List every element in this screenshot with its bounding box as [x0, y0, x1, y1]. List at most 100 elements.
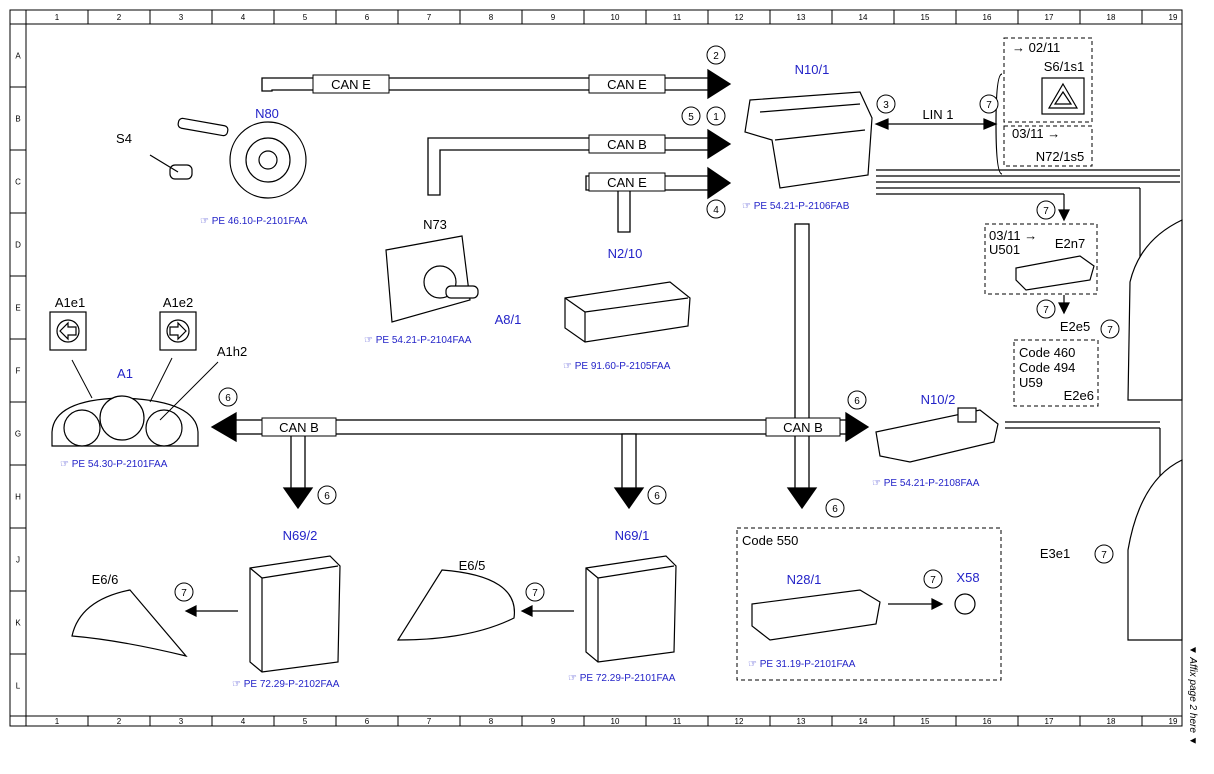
grid-column-label: 2 — [117, 13, 122, 22]
component-label: N10/2 — [921, 392, 956, 407]
circled-number-text: 7 — [930, 575, 936, 586]
circled-number-text: 7 — [1107, 325, 1113, 336]
grid-column-label: 5 — [303, 717, 308, 726]
column-grid-ticks — [25, 10, 1143, 726]
grid-column-label: 3 — [179, 13, 184, 22]
right-door-module-icon — [585, 555, 677, 663]
grid-row-label: G — [15, 430, 21, 439]
circled-number — [706, 199, 726, 219]
component-label: N28/1 — [787, 572, 822, 587]
bus-label: CAN B — [607, 137, 647, 152]
grid-column-label: 6 — [365, 717, 370, 726]
circled-number — [706, 45, 726, 65]
component-label: A1e1 — [55, 295, 85, 310]
circled-number-text: 4 — [713, 205, 719, 216]
date-note: 03/11 → — [989, 228, 1037, 243]
circled-number — [317, 485, 337, 505]
doc-ref-link: ☞ PE 54.30-P-2101FAA — [60, 459, 168, 470]
doc-ref-link: ☞ PE 46.10-P-2101FAA — [200, 216, 308, 227]
circled-number-text: 2 — [713, 51, 719, 62]
grid-column-label: 8 — [489, 717, 494, 726]
component-label: N69/1 — [615, 528, 650, 543]
bus-label: CAN E — [331, 77, 371, 92]
grid-column-label: 16 — [983, 13, 992, 22]
grid-column-label: 4 — [241, 717, 246, 726]
circled-number-text: 7 — [1043, 305, 1049, 316]
lin-wiring — [184, 73, 1180, 617]
component-drawings — [49, 77, 1183, 673]
grid-column-label: 18 — [1107, 717, 1116, 726]
doc-ref-link: ☞ PE 31.19-P-2101FAA — [748, 659, 856, 670]
circled-number-text: 6 — [832, 504, 838, 515]
left-door-module-icon — [249, 555, 341, 673]
grid-row-label: F — [16, 367, 21, 376]
grid-row-label: J — [16, 556, 20, 565]
component-label: A1e2 — [163, 295, 193, 310]
component-label: A8/1 — [495, 312, 522, 327]
grid-row-label: H — [15, 493, 21, 502]
grid-column-label: 5 — [303, 13, 308, 22]
circled-number — [1100, 319, 1120, 339]
circled-number — [923, 569, 943, 589]
trailer-socket-icon — [954, 593, 976, 615]
circled-number-text: 7 — [532, 588, 538, 599]
grid-column-label: 7 — [427, 717, 432, 726]
grid-column-label: 2 — [117, 717, 122, 726]
component-label: X58 — [956, 570, 979, 585]
grid-column-label: 13 — [797, 717, 806, 726]
circled-number-text: 6 — [654, 491, 660, 502]
doc-references[interactable]: ☞ PE 46.10-P-2101FAA ☞ PE 54.21-P-2106FA… — [60, 201, 980, 690]
grid-column-label: 6 — [365, 13, 370, 22]
grid-column-label: 1 — [55, 717, 60, 726]
date-note: 03/11 → — [1012, 126, 1060, 141]
grid-row-label: C — [15, 178, 21, 187]
doc-ref-link: ☞ PE 91.60-P-2105FAA — [563, 361, 671, 372]
component-label: Code 550 — [742, 533, 798, 548]
component-label: E2e5 — [1060, 319, 1090, 334]
circled-number-text: 7 — [181, 588, 187, 599]
headlamp-module-icon — [1015, 255, 1095, 291]
car-front-icon — [1127, 219, 1183, 401]
doc-ref-link: ☞ PE 72.29-P-2102FAA — [232, 679, 340, 690]
grid-row-label: E — [15, 304, 20, 313]
component-label: E2n7 — [1055, 236, 1085, 251]
grid-column-label: 18 — [1107, 13, 1116, 22]
grid-column-label: 1 — [55, 13, 60, 22]
labels: CAN E CAN E CAN B CAN E LIN 1 CAN B CAN … — [55, 40, 1094, 587]
circled-number-text: 7 — [986, 100, 992, 111]
grid-row-label: L — [16, 682, 21, 691]
circled-number-text: 3 — [883, 100, 889, 111]
grid-column-label: 9 — [551, 13, 556, 22]
grid-column-label: 15 — [921, 13, 930, 22]
bus-label: CAN E — [607, 175, 647, 190]
component-label: E3e1 — [1040, 546, 1070, 561]
grid-row-label: B — [15, 115, 20, 124]
left-mirror-icon — [71, 589, 188, 658]
grid-column-label: 19 — [1169, 717, 1178, 726]
circled-number-text: 6 — [225, 393, 231, 404]
grid-column-label: 3 — [179, 717, 184, 726]
grid-row-label: A — [15, 52, 21, 61]
dashed-boxes — [736, 37, 1099, 681]
component-label: U501 — [989, 242, 1020, 257]
component-label: N10/1 — [795, 62, 830, 77]
grid-column-label: 17 — [1045, 717, 1054, 726]
row-grid-ticks — [10, 23, 26, 655]
instrument-cluster-icon — [51, 357, 219, 447]
grid-column-label: 8 — [489, 13, 494, 22]
doc-ref-link: ☞ PE 54.21-P-2108FAA — [872, 478, 980, 489]
column-grid-labels: 1122334455667788991010111112121313141415… — [55, 13, 1178, 726]
doc-ref-link: ☞ PE 54.21-P-2104FAA — [364, 335, 472, 346]
code-note: Code 494 — [1019, 360, 1075, 375]
grid-column-label: 9 — [551, 717, 556, 726]
grid-column-label: 14 — [859, 13, 868, 22]
circled-number — [1036, 200, 1056, 220]
grid-column-label: 4 — [241, 13, 246, 22]
component-label: N2/10 — [608, 246, 643, 261]
doc-ref-link: ☞ PE 54.21-P-2106FAB — [742, 201, 850, 212]
code-note: E2e6 — [1064, 388, 1094, 403]
component-label: S6/1s1 — [1044, 59, 1084, 74]
bus-label-boxes — [261, 74, 841, 437]
circled-number — [525, 582, 545, 602]
